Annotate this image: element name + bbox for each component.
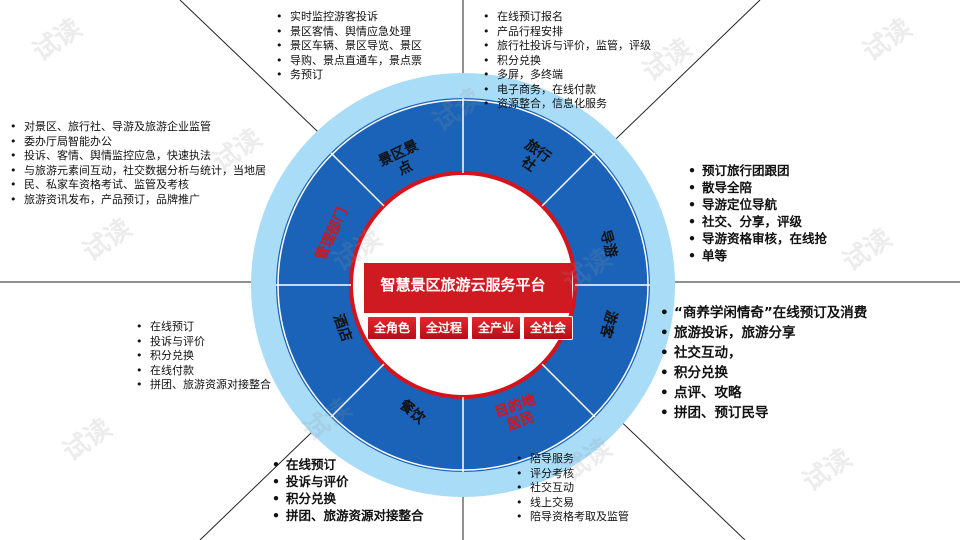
pill-all-process: 全过程 [419,316,469,340]
hotel-item: 在线付款 [136,364,271,379]
scenic-item: 景区车辆、景区导览、景区 [276,39,422,54]
segment-divider [330,363,385,418]
scenic-item: 实时监控游客投诉 [276,10,422,25]
segment-divider [541,363,596,418]
segment-divider [541,152,596,207]
resident-item: 陪导资格考取及监管 [516,510,629,525]
tourist-item: “商养学闲情奇”在线预订及消费 [660,303,867,323]
gov-features-block: 对景区、旅行社、导游及旅游企业监管 委办厅局智能办公 投诉、客情、舆情监控应急，… [10,120,266,207]
scenic-item: 导购、景点直通车，景点票 [276,54,422,69]
pill-all-society: 全社会 [523,316,573,340]
gov-item: 与旅游元素间互动，社交数据分析与统计，当地居 [10,164,266,179]
hotel-item: 投诉与评价 [136,335,271,350]
hotel-item: 积分兑换 [136,349,271,364]
agency-item: 在线预订报名 [483,10,651,25]
resident-item: 社交互动 [516,481,629,496]
scenic-item: 务预订 [276,68,422,83]
agency-item: 多屏，多终端 [483,68,651,83]
agency-item: 积分兑换 [483,54,651,69]
agency-item: 旅行社投诉与评价，监管，评级 [483,39,651,54]
gov-item: 旅游资讯发布，产品预订，品牌推广 [10,193,266,208]
tourist-item: 社交互动， [660,343,867,363]
resident-features-block: 陪导服务 评分考核 社交互动 线上交易 陪导资格考取及监管 [516,452,629,525]
guide-item: 社交、分享，评级 [688,213,827,230]
guide-features-block: 预订旅行团跟团 散导全陪 导游定位导航 社交、分享，评级 导游资格审核，在线抢 … [688,162,827,264]
platform-title: 智慧景区旅游云服务平台 [380,276,545,294]
hotel-item: 拼团、旅游资源对接整合 [136,378,271,393]
gov-item: 投诉、客情、舆情监控应急，快速执法 [10,149,266,164]
guide-item: 散导全陪 [688,179,827,196]
tourist-item: 积分兑换 [660,363,867,383]
resident-item: 评分考核 [516,467,629,482]
catering-item: 投诉与评价 [272,473,424,490]
platform-banner [364,263,572,313]
guide-item: 预订旅行团跟团 [688,162,827,179]
gov-item: 民、私家车资格考试、监管及考核 [10,178,266,193]
hotel-item: 在线预订 [136,320,271,335]
guide-item: 导游定位导航 [688,196,827,213]
catering-features-block: 在线预订 投诉与评价 积分兑换 拼团、旅游资源对接整合 [272,456,424,524]
tourist-item: 拼团、预订民导 [660,403,867,423]
resident-item: 陪导服务 [516,452,629,467]
tourist-features-block: “商养学闲情奇”在线预订及消费 旅游投诉，旅游分享 社交互动， 积分兑换 点评、… [660,303,867,423]
guide-item: 导游资格审核，在线抢 [688,230,827,247]
catering-item: 积分兑换 [272,490,424,507]
agency-item: 产品行程安排 [483,25,651,40]
pill-all-roles: 全角色 [367,316,417,340]
agency-item: 电子商务，在线付款 [483,83,651,98]
agency-item: 资源整合，信息化服务 [483,97,651,112]
gov-item: 委办厅局智能办公 [10,135,266,150]
segment-divider [330,152,385,207]
scenic-features-block: 实时监控游客投诉 景区客情、舆情应急处理 景区车辆、景区导览、景区 导购、景点直… [276,10,422,83]
hotel-features-block: 在线预订 投诉与评价 积分兑换 在线付款 拼团、旅游资源对接整合 [136,320,271,393]
tourist-item: 点评、攻略 [660,383,867,403]
agency-features-block: 在线预订报名 产品行程安排 旅行社投诉与评价，监管，评级 积分兑换 多屏，多终端… [483,10,651,112]
catering-item: 拼团、旅游资源对接整合 [272,507,424,524]
scenic-item: 景区客情、舆情应急处理 [276,25,422,40]
catering-item: 在线预订 [272,456,424,473]
tourist-item: 旅游投诉，旅游分享 [660,323,867,343]
gov-item: 对景区、旅行社、导游及旅游企业监管 [10,120,266,135]
resident-item: 线上交易 [516,496,629,511]
guide-item: 单等 [688,247,827,264]
pill-all-industry: 全产业 [471,316,521,340]
